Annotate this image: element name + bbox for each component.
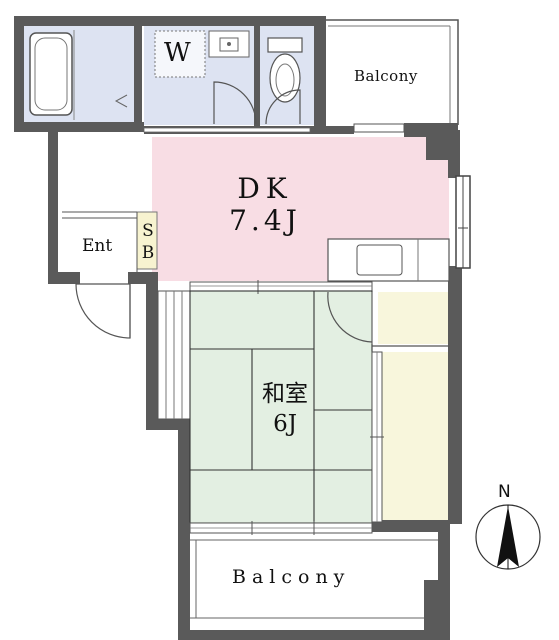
kitchen-sink — [356, 244, 403, 276]
dining-kitchen-label: DK — [237, 172, 293, 205]
walls — [14, 16, 462, 640]
washroom-door[interactable] — [213, 81, 257, 125]
toilet-door[interactable] — [265, 89, 301, 125]
shoe-box-label: S B — [141, 221, 155, 263]
top-balcony-door[interactable] — [353, 123, 405, 133]
entrance-label: Ent — [82, 236, 113, 256]
closet-lower — [382, 352, 449, 522]
bathtub — [29, 32, 73, 116]
bath-corridor-sill — [143, 127, 311, 133]
japanese-room-label: 和室 — [262, 381, 308, 407]
bottom-balcony-label: Balcony — [232, 566, 351, 588]
entrance-door[interactable] — [75, 283, 131, 339]
top-balcony-label: Balcony — [354, 67, 418, 85]
bath-door-icon — [114, 94, 128, 108]
tatami-sliding-door[interactable] — [189, 281, 373, 292]
washer-pan — [154, 30, 206, 78]
japanese-room-floor — [190, 291, 372, 523]
japanese-room-size: 6J — [273, 411, 297, 437]
toilet-bowl — [269, 53, 301, 103]
washroom-label: W — [164, 38, 191, 68]
dining-kitchen-size: 7.4J — [229, 204, 301, 237]
top-balcony-railing — [324, 19, 459, 125]
toilet-tank — [267, 37, 303, 53]
closet-upper — [378, 292, 449, 344]
closet-door-arc[interactable] — [327, 291, 373, 343]
north-label: N — [498, 482, 511, 502]
north-compass-icon — [475, 504, 541, 570]
